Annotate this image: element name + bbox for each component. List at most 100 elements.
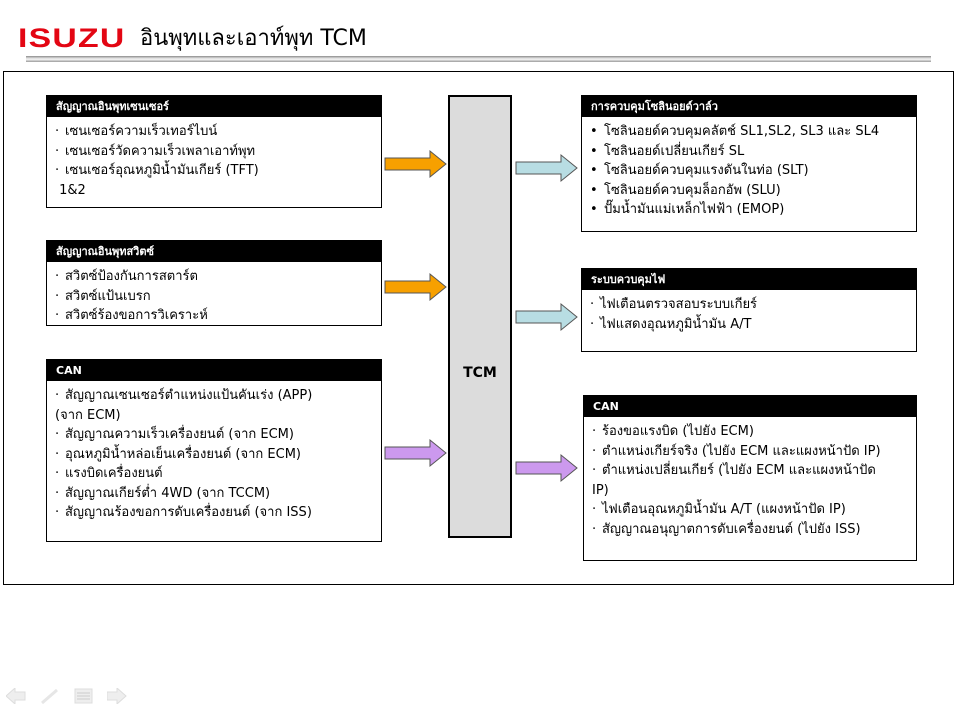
bullet-icon: ·	[590, 316, 595, 332]
title-divider	[26, 56, 931, 62]
isuzu-logo: ISUZU	[18, 23, 126, 53]
list-item: · สัญญาณความเร็วเครื่องยนต์ (จาก ECM)	[55, 425, 375, 445]
next-arrow-icon[interactable]	[107, 688, 127, 704]
input-arrow-switch	[384, 272, 447, 302]
list-item-text: โซลินอยด์ควบคุมแรงดันในท่อ (SLT)	[604, 163, 809, 178]
list-item: · แรงบิดเครื่องยนต์	[55, 464, 375, 484]
list-item: · สวิตซ์ร้องขอการวิเคราะห์	[55, 306, 375, 326]
list-item-text: ไฟเตือนอุณหภูมิน้ำมัน A/T (แผงหน้าปัด IP…	[602, 502, 846, 517]
list-item-text: สวิตซ์ป้องกันการสตาร์ต	[65, 269, 198, 284]
bullet-icon: ·	[55, 269, 60, 284]
list-item-text: เซนเซอร์วัดความเร็วเพลาเอาท์พุท	[65, 143, 256, 159]
list-item-text: เซนเซอร์อุณหภูมิน้ำมันเกียร์ (TFT) 1&2	[59, 163, 259, 198]
list-item-text: เซนเซอร์ความเร็วเทอร์ไบน์	[65, 124, 218, 139]
list-item-text: สวิตซ์ร้องขอการวิเคราะห์	[65, 308, 208, 323]
list-item: · สัญญาณเกียร์ต่ำ 4WD (จาก TCCM)	[55, 484, 375, 504]
arrow-shape	[384, 438, 447, 468]
box-body: ·สัญญาณเซนเซอร์ตำแหน่งแป้นคันเร่ง (APP) …	[47, 381, 381, 523]
bullet-icon: ·	[55, 124, 60, 139]
list-item-text: ปั๊มน้ำมันแม่เหล็กไฟฟ้า (EMOP)	[604, 202, 785, 217]
bullet-icon: ·	[592, 502, 597, 517]
list-item: · สัญญาณอนุญาตการดับเครื่องยนต์ (ไปยัง IS…	[592, 520, 910, 540]
box-header: CAN	[47, 360, 381, 381]
box-body: ·ร้องขอแรงบิด (ไปยัง ECM)·ตำแหน่งเกียร์จ…	[584, 417, 916, 539]
list-item: • โซลินอยด์เปลี่ยนเกียร์ SL	[590, 142, 910, 162]
input-box-can: CAN ·สัญญาณเซนเซอร์ตำแหน่งแป้นคันเร่ง (A…	[46, 359, 382, 542]
list-item: · สัญญาณร้องขอการดับเครื่องยนต์ (จาก ISS)	[55, 503, 375, 523]
box-header: CAN	[584, 396, 916, 417]
diagram-frame	[3, 71, 954, 585]
list-item-text: ร้องขอแรงบิด (ไปยัง ECM)	[602, 424, 754, 439]
output-arrow-solenoid	[515, 153, 578, 183]
bullet-icon: ·	[55, 163, 60, 178]
pen-icon[interactable]	[40, 688, 60, 704]
bullet-icon: ·	[592, 521, 597, 537]
list-item: •โซลินอยด์ควบคุมล็อกอัพ (SLU)	[590, 181, 910, 201]
input-arrow-sensor	[384, 149, 447, 179]
list-item: ·ตำแหน่งเปลี่ยนเกียร์ (ไปยัง ECM และแผงห…	[592, 461, 910, 500]
list-item: · เซนเซอร์ความเร็วเทอร์ไบน์	[55, 122, 375, 142]
bullet-icon: ·	[55, 485, 60, 501]
output-box-lamp: ระบบควบคุมไฟ ·ไฟเตือนตรวจสอบระบบเกียร์·ไ…	[581, 268, 917, 352]
list-item: ·สัญญาณเซนเซอร์ตำแหน่งแป้นคันเร่ง (APP) …	[55, 386, 375, 425]
bullet-icon: ·	[592, 463, 597, 478]
bullet-icon: ·	[55, 427, 60, 442]
box-header: ระบบควบคุมไฟ	[582, 269, 916, 290]
input-box-sensor: สัญญาณอินพุทเซนเซอร์ · เซนเซอร์ความเร็วเท…	[46, 95, 382, 208]
output-box-solenoid: การควบคุมโซลินอยด์วาล์ว •โซลินอยด์ควบคุม…	[581, 95, 917, 232]
list-item-text: สัญญาณเซนเซอร์ตำแหน่งแป้นคันเร่ง (APP) (…	[55, 388, 313, 423]
list-item-text: สัญญาณเกียร์ต่ำ 4WD (จาก TCCM)	[65, 485, 271, 501]
bullet-icon: ·	[592, 443, 597, 459]
list-item: · ไฟเตือนอุณหภูมิน้ำมัน A/T (แผงหน้าปัด I…	[592, 500, 910, 520]
arrow-shape	[515, 302, 578, 332]
input-box-switch: สัญญาณอินพุทสวิตซ์ · สวิตซ์ป้องกันการสตาร…	[46, 240, 382, 326]
list-item-text: แรงบิดเครื่องยนต์	[65, 466, 163, 481]
list-item-text: อุณหภูมิน้ำหล่อเย็นเครื่องยนต์ (จาก ECM)	[65, 446, 301, 462]
box-body: • โซลินอยด์ควบคุมคลัตช์ SL1,SL2, SL3 และ …	[582, 117, 916, 220]
bullet-icon: ·	[55, 143, 60, 159]
bullet-icon: ·	[590, 297, 595, 312]
box-body: · เซนเซอร์ความเร็วเทอร์ไบน์ · เซนเซอร์วัดคว…	[47, 117, 381, 200]
list-item: ·ร้องขอแรงบิด (ไปยัง ECM)	[592, 422, 910, 442]
bullet-icon: ·	[55, 466, 60, 481]
bullet-icon: ·	[55, 505, 60, 520]
list-item: ·ไฟแสดงอุณหภูมิน้ำมัน A/T	[590, 315, 910, 335]
arrow-shape	[515, 153, 578, 183]
bullet-icon: •	[590, 202, 598, 217]
box-header: สัญญาณอินพุทเซนเซอร์	[47, 96, 381, 117]
output-box-can: CAN ·ร้องขอแรงบิด (ไปยัง ECM)·ตำแหน่งเกี…	[583, 395, 917, 561]
box-body: · สวิตซ์ป้องกันการสตาร์ต · สวิตซ์แป้นเบรก · ส…	[47, 262, 381, 326]
arrow-shape	[384, 149, 447, 179]
bullet-icon: ·	[55, 446, 60, 462]
list-item-text: สัญญาณความเร็วเครื่องยนต์ (จาก ECM)	[65, 427, 294, 442]
list-item: · สวิตซ์แป้นเบรก	[55, 287, 375, 307]
list-item-text: สวิตซ์แป้นเบรก	[65, 288, 151, 304]
bullet-icon: •	[590, 143, 598, 159]
menu-icon[interactable]	[74, 688, 94, 704]
list-item-text: โซลินอยด์เปลี่ยนเกียร์ SL	[604, 143, 745, 159]
arrow-shape	[515, 453, 578, 483]
bullet-icon: ·	[55, 388, 60, 403]
tcm-label: TCM	[463, 365, 497, 381]
list-item: · ตำแหน่งเกียร์จริง (ไปยัง ECM และแผงหน้า…	[592, 442, 910, 462]
box-header: การควบคุมโซลินอยด์วาล์ว	[582, 96, 916, 117]
bullet-icon: •	[590, 182, 598, 198]
box-header: สัญญาณอินพุทสวิตซ์	[47, 241, 381, 262]
output-arrow-can	[515, 453, 578, 483]
bullet-icon: •	[590, 124, 598, 139]
bullet-icon: ·	[55, 308, 60, 323]
bullet-icon: ·	[55, 288, 60, 304]
list-item-text: โซลินอยด์ควบคุมคลัตช์ SL1,SL2, SL3 และ S…	[604, 124, 880, 139]
list-item: ·เซนเซอร์อุณหภูมิน้ำมันเกียร์ (TFT) 1&2	[55, 161, 375, 200]
list-item: · เซนเซอร์วัดความเร็วเพลาเอาท์พุท	[55, 142, 375, 162]
box-body: ·ไฟเตือนตรวจสอบระบบเกียร์·ไฟแสดงอุณหภูมิ…	[582, 290, 916, 334]
list-item: ·ไฟเตือนตรวจสอบระบบเกียร์	[590, 295, 910, 315]
list-item-text: ตำแหน่งเกียร์จริง (ไปยัง ECM และแผงหน้าป…	[602, 443, 881, 459]
previous-arrow-icon[interactable]	[6, 688, 26, 704]
bullet-icon: •	[590, 163, 598, 178]
list-item-text: สัญญาณอนุญาตการดับเครื่องยนต์ (ไปยัง ISS…	[602, 521, 861, 537]
list-item: • ปั๊มน้ำมันแม่เหล็กไฟฟ้า (EMOP)	[590, 200, 910, 220]
output-arrow-lamp	[515, 302, 578, 332]
page-title: อินพุทและเอาท์พุท TCM	[140, 26, 367, 51]
list-item-text: สัญญาณร้องขอการดับเครื่องยนต์ (จาก ISS)	[65, 505, 312, 520]
